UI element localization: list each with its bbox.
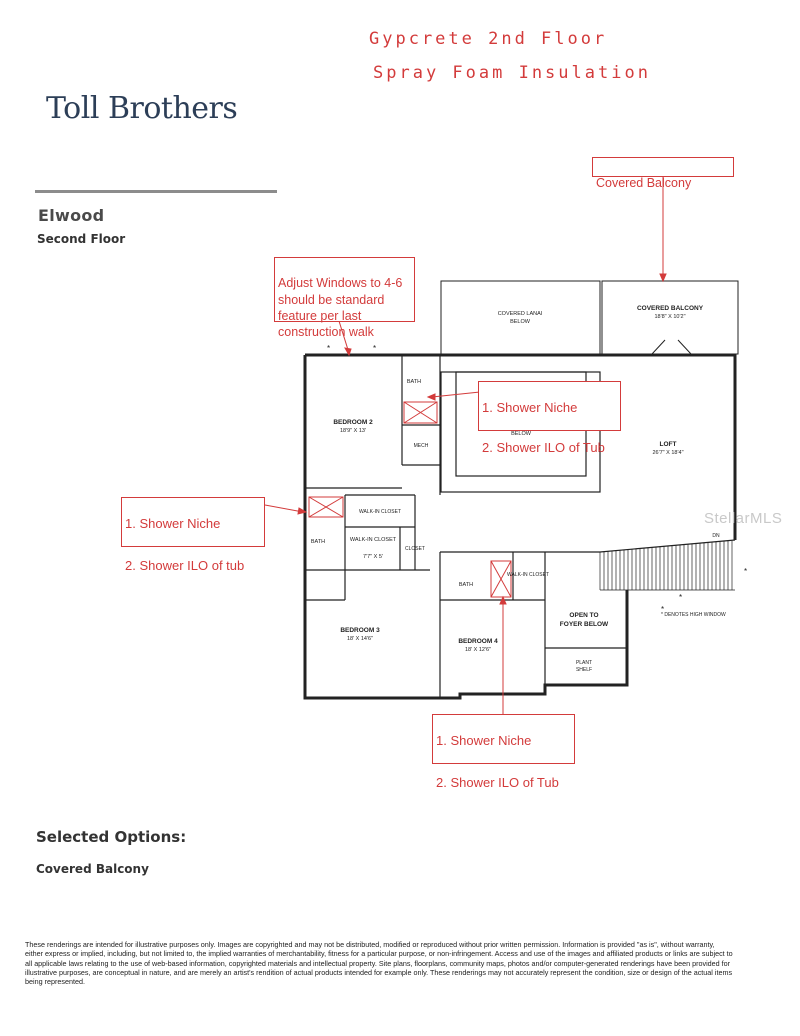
mech-label: MECH [414,443,429,449]
toll-brothers-logo: Toll Brothers [46,91,238,126]
open-foyer-label: OPEN TO [569,612,598,619]
bath2-note: 1. Shower Niche 2. Shower ILO of Tub [478,381,621,455]
open-below-label: BELOW [511,431,532,437]
walkin-closet-a-label: WALK-IN CLOSET [359,509,401,515]
adjust-windows-note: Adjust Windows to 4-6 should be standard… [274,257,415,339]
bath-c-label: BATH [459,582,473,588]
walkin-closet-b-label: WALK-IN CLOSET [350,537,397,543]
outer-wall-top [305,353,737,540]
header-line-1: Gypcrete 2nd Floor [369,29,608,49]
loft-label: LOFT [660,441,677,448]
bath-b-label: BATH [311,539,325,545]
header-line-2: Spray Foam Insulation [373,63,651,83]
bath2-note-item1: 1. Shower Niche [482,399,578,415]
adjust-windows-note-text: Adjust Windows to 4-6 should be standard… [278,276,403,339]
loft-dims: 26'7" X 18'4" [652,450,683,456]
bedroom4-dims: 18' X 12'6" [465,647,491,653]
bedroom4-label: BEDROOM 4 [458,638,498,645]
covered-balcony-dims: 18'8" X 10'2" [654,314,685,320]
plan-name: Elwood [38,206,105,225]
selected-options-heading: Selected Options: [36,828,187,846]
covered-balcony-note: Covered Balcony [592,157,734,190]
covered-lanai-outline [440,280,601,355]
stair-down-label: DN [712,533,720,539]
bath3-note-item2: 2. Shower ILO of tub [125,557,245,573]
bath4-note: 1. Shower Niche 2. Shower ILO of Tub [432,714,575,790]
covered-balcony-label: COVERED BALCONY [637,305,704,312]
closet-label: CLOSET [405,546,425,552]
svg-text:*: * [373,344,376,353]
walkin-closet-c-label: WALK-IN CLOSET [507,572,549,578]
bath3-note: 1. Shower Niche 2. Shower ILO of tub [121,497,265,573]
watermark: StellarMLS [704,510,783,527]
high-window-note: * DENOTES HIGH WINDOW [661,612,726,618]
svg-text:*: * [327,344,330,353]
bedroom3-dims: 18' X 14'6" [347,636,373,642]
bedroom2-dims: 18'9" X 13' [340,428,366,434]
covered-balcony-note-text: Covered Balcony [596,176,692,191]
disclaimer: These renderings are intended for illust… [25,940,733,987]
plant-shelf-label: PLANT [576,660,592,666]
bath-a-label: BATH [407,379,421,385]
plant-shelf-sub: SHELF [576,667,592,673]
title-rule [35,190,277,193]
open-foyer-sub: FOYER BELOW [560,621,609,628]
bedroom2-label: BEDROOM 2 [333,419,373,426]
svg-text:*: * [679,593,682,602]
bath3-note-item1: 1. Shower Niche [125,515,221,531]
covered-lanai-label: COVERED LANAI [498,311,543,317]
covered-lanai-sub: BELOW [510,319,531,325]
bath4-note-item2: 2. Shower ILO of Tub [436,774,559,790]
svg-text:*: * [744,567,747,576]
bath2-note-item2: 2. Shower ILO of Tub [482,439,605,455]
selected-option-item: Covered Balcony [36,862,149,876]
bedroom3-label: BEDROOM 3 [340,627,380,634]
svg-text:*: * [661,605,664,614]
bath4-note-item1: 1. Shower Niche [436,732,532,748]
walkin-closet-b-dims: 7'7" X 5' [363,554,383,560]
plan-floor: Second Floor [37,232,126,246]
